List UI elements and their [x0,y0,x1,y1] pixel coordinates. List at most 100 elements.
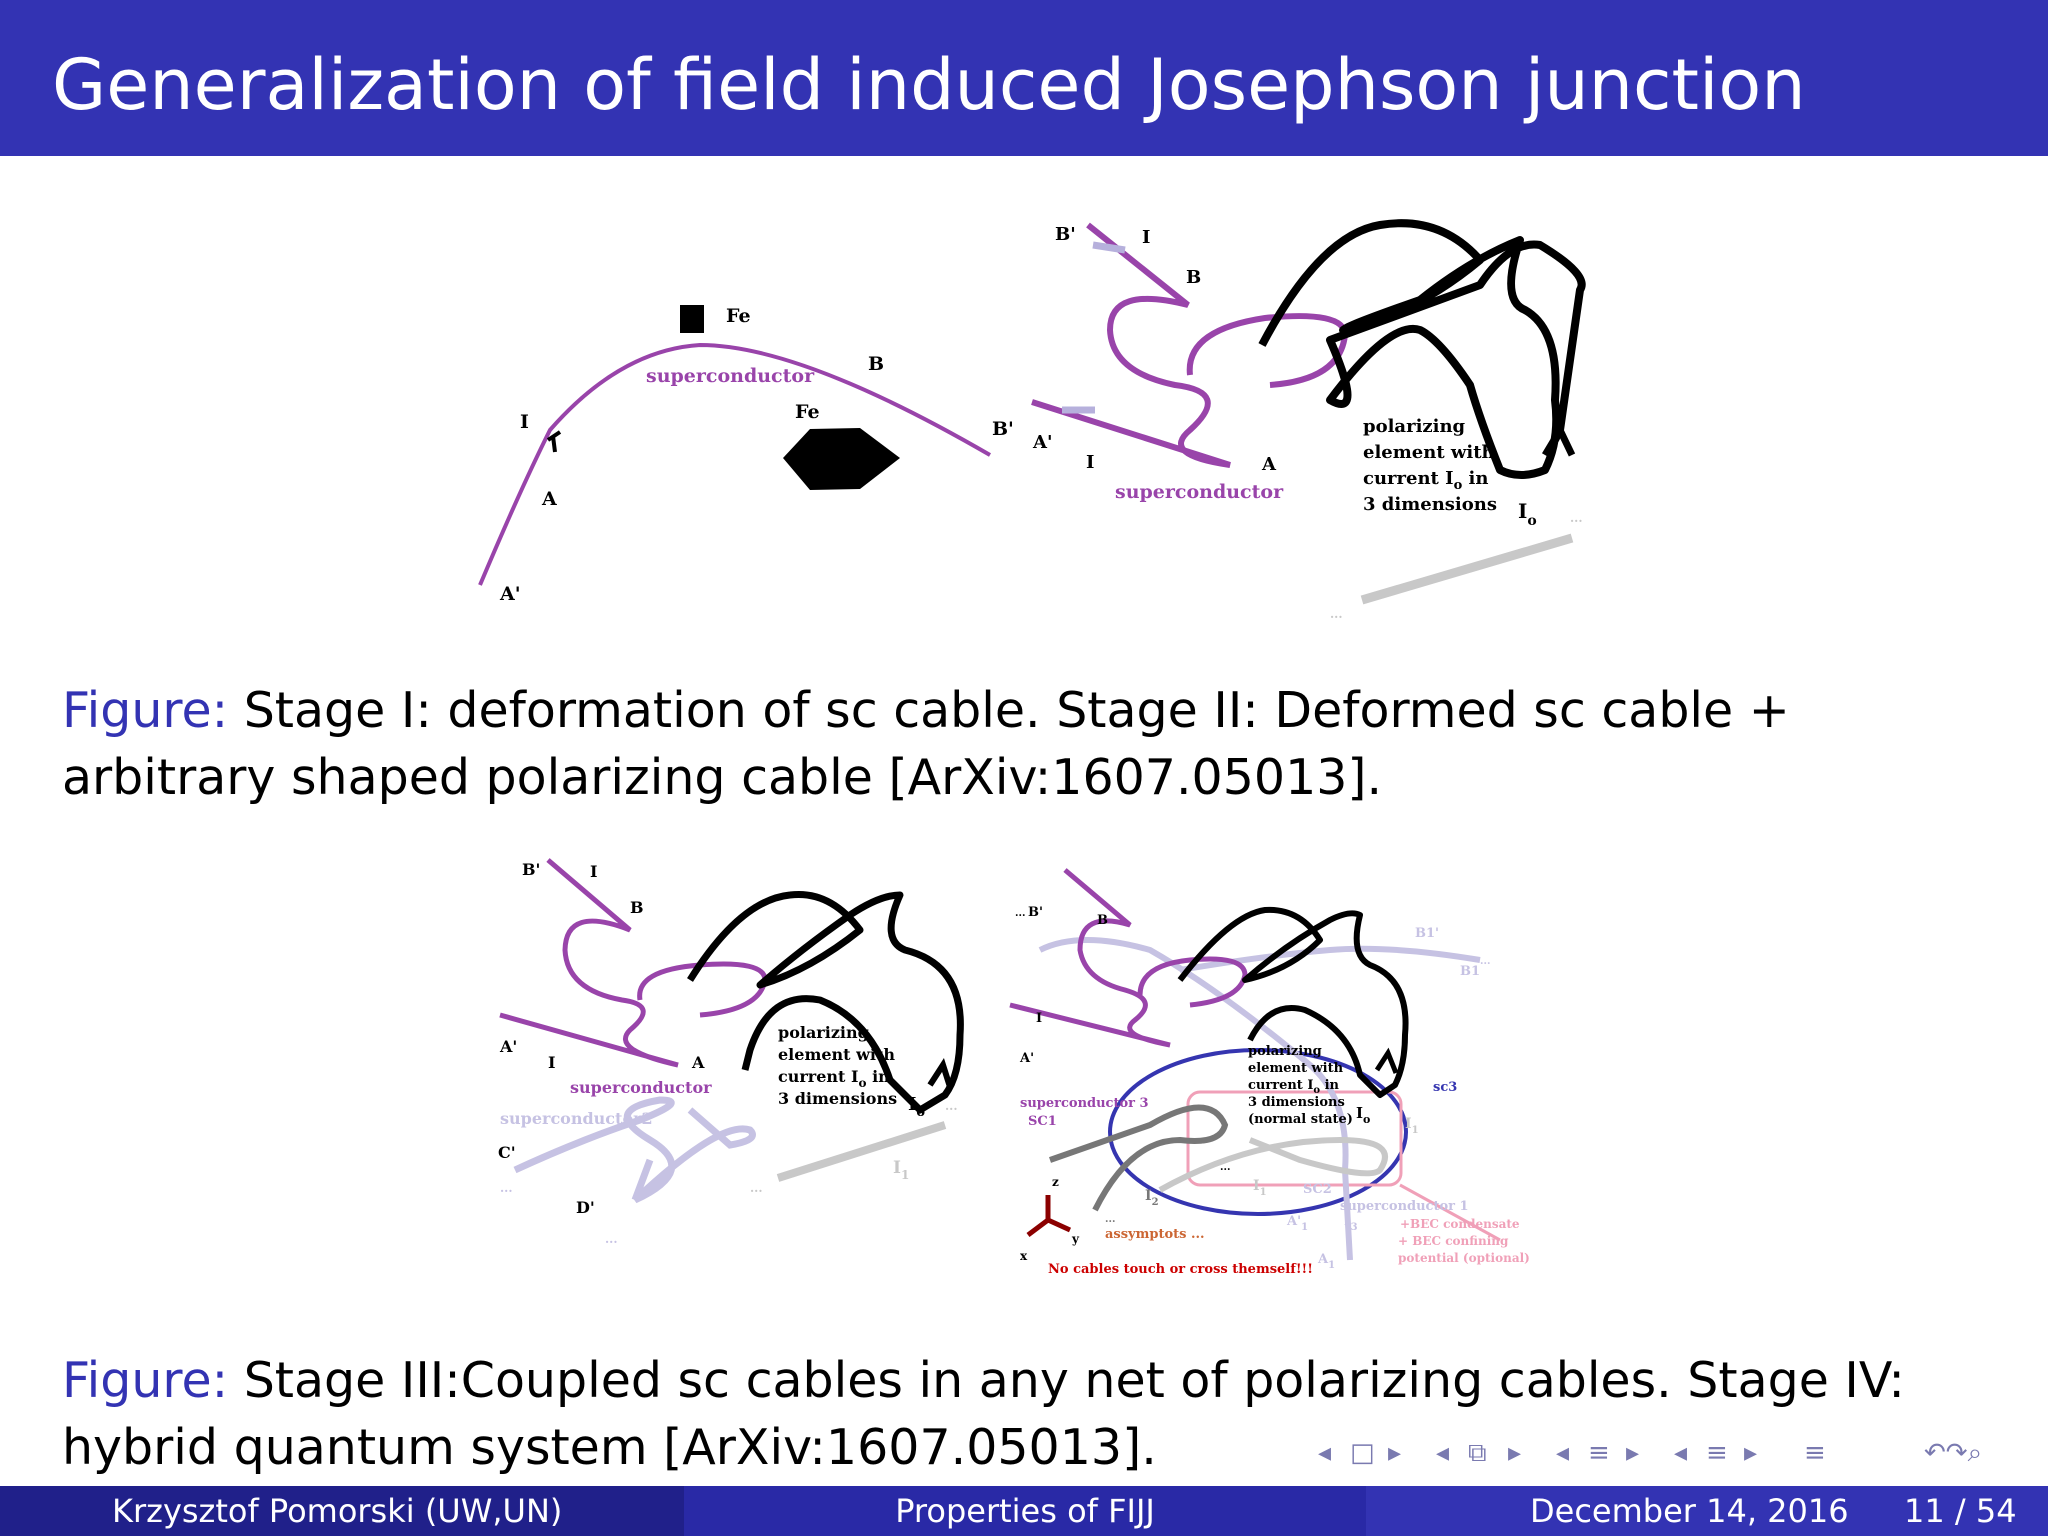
title-bar: Generalization of field induced Josephso… [0,0,2048,156]
nav-next-section-icon[interactable]: ▸ [1626,1438,1640,1468]
label4-I-o: Io [1356,1104,1370,1126]
superconductor-cable-3 [499,858,679,1068]
dots-1: ... [1570,511,1583,525]
label-A-prime-2: A' [1032,432,1052,453]
nav-frame-icon[interactable]: □ [1350,1438,1375,1468]
bec-pointer [1399,1183,1501,1242]
label3-B: B [630,898,644,917]
label-B-prime: B' [992,418,1014,440]
polarizing-arrow-3 [927,1058,953,1088]
label-I: I [520,411,529,433]
polarizing-cable-3 [687,890,964,1114]
caption-2: Figure: Stage III:Coupled sc cables in a… [62,1347,1982,1481]
nav-prev-document-icon[interactable]: ◂ [1674,1438,1688,1468]
label3-I-o: Io [908,1094,925,1120]
label-polarizing-2: element with [1363,442,1495,463]
label-I-o: Io [1518,499,1537,529]
nav-subsection-icon[interactable]: ⧉ [1468,1438,1487,1468]
navigation-bar: ◂ □ ▸ ◂ ⧉ ▸ ◂ ≡ ▸ ◂ ≡ ▸ ≡ ↶↷⌕ [1310,1438,2030,1478]
label3-B-prime: B' [522,860,540,879]
fe-block-large [783,428,900,490]
label4-y: y [1071,1232,1080,1246]
footer: Krzysztof Pomorski (UW,UN) Properties of… [0,1486,2048,1536]
label4-bec-2: + BEC confining [1398,1234,1509,1248]
label3-I-bottom: I [548,1053,555,1072]
footer-page-number: 11 / 54 [1904,1492,2017,1530]
nav-section-icon[interactable]: ≡ [1588,1438,1610,1468]
label-A-prime: A' [499,583,521,605]
label4-assymptots: assymptots ... [1105,1227,1205,1242]
nav-next-document-icon[interactable]: ▸ [1744,1438,1758,1468]
footer-short-title: Properties of FIJJ [895,1492,1155,1530]
label4-B: B [1097,913,1108,928]
label4-polarizing-3: current Io in [1248,1078,1340,1096]
label4-B1: B1 [1460,964,1480,979]
polarizing-cable [1258,219,1586,479]
dots-2: ... [1330,607,1343,621]
label4-polarizing-2: element with [1248,1061,1344,1076]
label4-bec-1: +BEC condensate [1400,1217,1520,1231]
figure-stage-1-2: Fe superconductor Fe B I A B' A' B' I B … [478,219,1586,621]
polarizing-cable-tail [1360,533,1574,605]
footer-author-panel: Krzysztof Pomorski (UW,UN) [0,1486,684,1536]
dots3-c: ... [750,1181,763,1195]
sc2-cable [1158,1136,1388,1193]
dots4-b: ... [1480,956,1490,967]
label4-I: I [1036,1011,1042,1026]
label3-A-prime: A' [499,1037,517,1056]
label4-B-prime: B' [1028,905,1043,920]
label4-A-prime: A' [1019,1051,1034,1066]
nav-appendix-icon[interactable]: ≡ [1804,1438,1826,1468]
label-B-2: B [1186,267,1201,288]
label3-I-top: I [590,862,597,881]
nav-prev-section-icon[interactable]: ◂ [1556,1438,1570,1468]
superconductor1-cable [1038,937,1353,1261]
nav-document-icon[interactable]: ≡ [1706,1438,1728,1468]
label-superconductor: superconductor [646,365,815,387]
label4-polarizing-4: 3 dimensions [1248,1095,1345,1110]
label3-D-prime: D' [576,1198,595,1217]
nav-prev-frame-icon[interactable]: ◂ [1318,1438,1332,1468]
dots3-a: ... [945,1099,958,1113]
superconductor-cable-deformed [1031,222,1231,468]
stage-3-diagram: B' I B A' I A superconductor superconduc… [498,858,964,1246]
nav-next-subsection-icon[interactable]: ▸ [1508,1438,1522,1468]
current-arrow-I [546,430,562,453]
label4-A1: A1 [1317,1252,1335,1271]
slide-title: Generalization of field induced Josephso… [52,44,1806,126]
label4-z: z [1052,1175,1059,1189]
superconductor2-cable [513,1096,756,1204]
cable-I1 [776,1121,947,1182]
label-polarizing-3: current Io in [1363,468,1488,493]
superconductor2-arrow [631,1158,654,1202]
label3-polarizing-4: 3 dimensions [778,1089,897,1108]
polarizing-arrow [1541,422,1576,457]
label-I-top-2: I [1142,227,1150,248]
nav-prev-subsection-icon[interactable]: ◂ [1436,1438,1450,1468]
label4-SC1: SC1 [1028,1114,1057,1129]
caption-1-label: Figure: [62,682,229,739]
label-fe-bottom: Fe [795,401,820,423]
label-B-prime-2: B' [1055,224,1076,245]
figure-stage-3-4: B' I B A' I A superconductor superconduc… [498,858,1530,1277]
label-fe-top: Fe [726,305,751,327]
dots4-a: ... [1015,908,1025,919]
label-A-2: A [1261,454,1277,475]
label3-polarizing-1: polarizing [778,1023,869,1042]
label4-B1-prime: B1' [1415,926,1439,941]
axes-y [1046,1217,1072,1233]
label-A: A [541,488,557,510]
nav-next-frame-icon[interactable]: ▸ [1388,1438,1402,1468]
label4-A1-prime: A'1 [1286,1214,1308,1233]
stage-2-diagram: B' I B A' I A superconductor polarizing … [1031,219,1586,621]
label-B: B [868,353,884,375]
footer-author: Krzysztof Pomorski (UW,UN) [112,1492,563,1530]
label4-warning: No cables touch or cross themself!!! [1048,1262,1313,1277]
label3-I1: I1 [893,1158,909,1182]
superconductor-loop-4 [1137,956,1248,1008]
nav-search-back-icon[interactable]: ↶↷⌕ [1924,1438,1983,1468]
label3-C-prime: C' [498,1143,516,1162]
stage-1-diagram: Fe superconductor Fe B I A B' A' [478,305,1014,605]
superconductor-loop [1186,313,1349,388]
sc1-cable [1049,1104,1229,1212]
